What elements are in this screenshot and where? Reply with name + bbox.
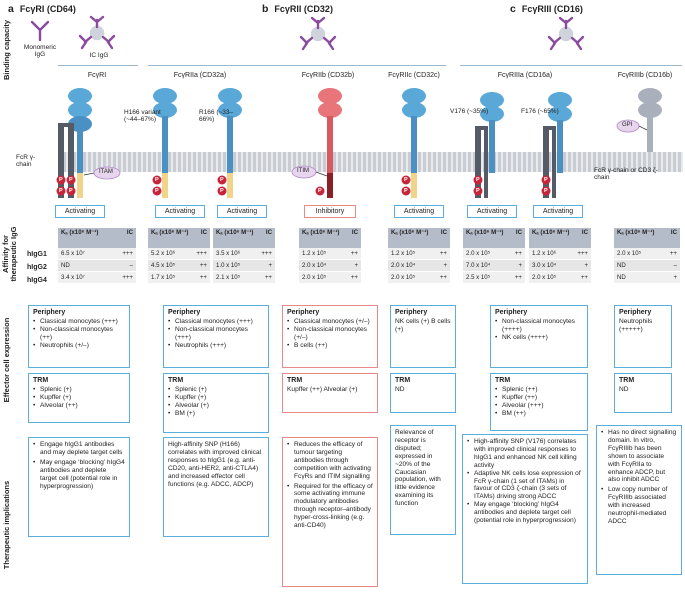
therapy-fcgr3b: Has no direct signalling domain. In vitr… [596,425,682,575]
monomeric-igg-label: Monomeric IgG [23,44,57,59]
monomeric-igg-icon [30,20,50,42]
fcgr2a-r166-receptor [218,88,242,198]
receptor-name-fcgr2c: FcγRIIc (CD32c) [388,72,440,79]
receptor-name-fcgr2a: FcγRIIa (CD32a) [173,72,227,79]
therapy-fcgr1: Engage hIgG1 antibodies and may deplete … [28,437,130,537]
receptor-diagrams [56,88,662,198]
ic-igg-icon-a [78,15,116,50]
ka-table-fcgr3a-v176: Kₐ (x10⁶ M⁻¹)IC 2.0 x 10⁵++ 7.0 x 10⁴+ 2… [463,228,525,284]
cell-membrane [58,152,683,172]
ka-table-fcgr2b: Kₐ (x10⁶ M⁻¹)IC 1.2 x 10⁵++ 2.0 x 10⁴+ 2… [299,228,361,284]
ic-igg-icon-c [547,16,585,51]
trm-fcgr2b: TRM Kupffer (++) Alveolar (+) [282,373,378,413]
fcgr2c-receptor [402,88,426,198]
variant-f176: F176 (~65%) [521,108,559,115]
ic-igg-icon-b [299,16,337,51]
fcr-chain-label: FcR γ-chain [16,154,36,169]
itim-label: ITIM [297,168,309,174]
row-label-higg2: hIgG2 [27,264,47,271]
side-label-expression: Effector cell expression [2,317,11,403]
signal-fcgr3a-v176: Activating [467,205,517,218]
therapy-fcgr2b: Reduces the efficacy of tumour targeting… [282,437,378,587]
fcgr3a-f176-receptor [543,92,572,198]
signal-fcgr1: Activating [55,205,105,218]
periphery-fcgr1: Periphery Classical monocytes (+++)Non-c… [28,305,130,368]
periphery-fcgr2a: Periphery Classical monocytes (+++)Non-c… [163,305,269,368]
variant-h166: H166 variant (~44–67%) [124,109,161,124]
therapy-fcgr3a: High-affinity SNP (V176) correlates with… [462,434,588,584]
itam-label: ITAM [99,169,113,175]
signal-fcgr2b: Inhibitory [304,205,356,218]
ka-table-fcgr2a-h166: Kₐ (x10⁶ M⁻¹)IC 5.2 x 10⁶+++ 4.5 x 10⁵++… [148,228,210,284]
fcgr3a-v176-receptor [475,92,504,198]
variant-v176: V176 (~35%) [450,108,489,115]
trm-fcgr1: TRM Splenic (+)Kupffer (+)Alveolar (++) [28,373,130,423]
periphery-fcgr3b: Periphery Neutrophils (+++++) [614,305,672,368]
therapy-fcgr2a: High-affinity SNP (H166) correlates with… [163,437,269,537]
ka-table-fcgr3a-f176: Kₐ (x10⁶ M⁻¹)IC 1.2 x 10⁶+++ 3.0 x 10⁴+ … [529,228,591,284]
ka-table-fcgr3b: Kₐ (x10⁶ M⁻¹)IC 2.0 x 10⁵++ ND– ND+ [614,228,680,284]
section-c-line [460,65,682,66]
fcgr2b-receptor [318,88,342,198]
receptor-name-fcgr3a: FcγRIIIa (CD16a) [497,72,553,79]
receptor-name-fcgr3b: FcγRIIIb (CD16b) [617,72,673,79]
signal-fcgr2a-r166: Activating [217,205,267,218]
periphery-fcgr2b: Periphery Classical monocytes (+/–)Non-c… [282,305,378,368]
signal-fcgr2a-h166: Activating [155,205,205,218]
ka-table-fcgr2c: Kₐ (x10⁶ M⁻¹)IC 1.2 x 10⁵++ 2.0 x 10⁴+ 2… [388,228,450,284]
trm-fcgr3b: TRM ND [614,373,672,413]
fcgr1-receptor [58,88,92,198]
variant-r166: R166 (~33–66%) [199,109,234,124]
trm-fcgr2c: TRM ND [390,373,456,413]
ka-table-fcgr1: Kₐ (x10⁶ M⁻¹)IC 6.5 x 10⁷+++ ND– 3.4 x 1… [58,228,136,284]
side-label-affinity: Affinity for therapeutic IgG [1,226,19,282]
signal-fcgr2c: Activating [394,205,444,218]
phospho-circles [56,175,551,196]
gpi-label: GPI [622,122,633,128]
side-label-therapeutic: Therapeutic implications [2,480,11,570]
binding-icons [30,15,585,51]
fcgr3b-receptor [638,88,662,152]
section-a-line [58,65,138,66]
trm-fcgr3a: TRM Splenic (++)Kupffer (++)Alveolar (++… [490,373,588,431]
ka-table-fcgr2a-r166: Kₐ (x10⁶ M⁻¹)IC 3.5 x 10⁶+++ 1.0 x 10⁵+ … [213,228,275,284]
periphery-fcgr3a: Periphery Non-classical monocytes (++++)… [490,305,588,368]
signal-fcgr3a-f176: Activating [533,205,583,218]
fcgr2a-h166-receptor [153,88,177,198]
section-b-line [148,65,446,66]
periphery-fcgr2c: Periphery NK cells (+) B cells (+) [390,305,456,368]
therapy-fcgr2c: Relevance of receptor is disputed; expre… [390,425,456,535]
fcr-cd3-label: FcR γ-chain or CD3 ζ-chain [594,167,658,182]
row-label-higg1: hIgG1 [27,251,47,258]
trm-fcgr2a: TRM Splenic (+)Kupffer (+)Alveolar (+)BM… [163,373,269,433]
receptor-name-fcgr1: FcγRI [87,72,107,79]
receptor-name-fcgr2b: FcγRIIb (CD32b) [301,72,355,79]
ic-igg-label: IC IgG [89,52,109,59]
row-label-higg4: hIgG4 [27,277,47,284]
